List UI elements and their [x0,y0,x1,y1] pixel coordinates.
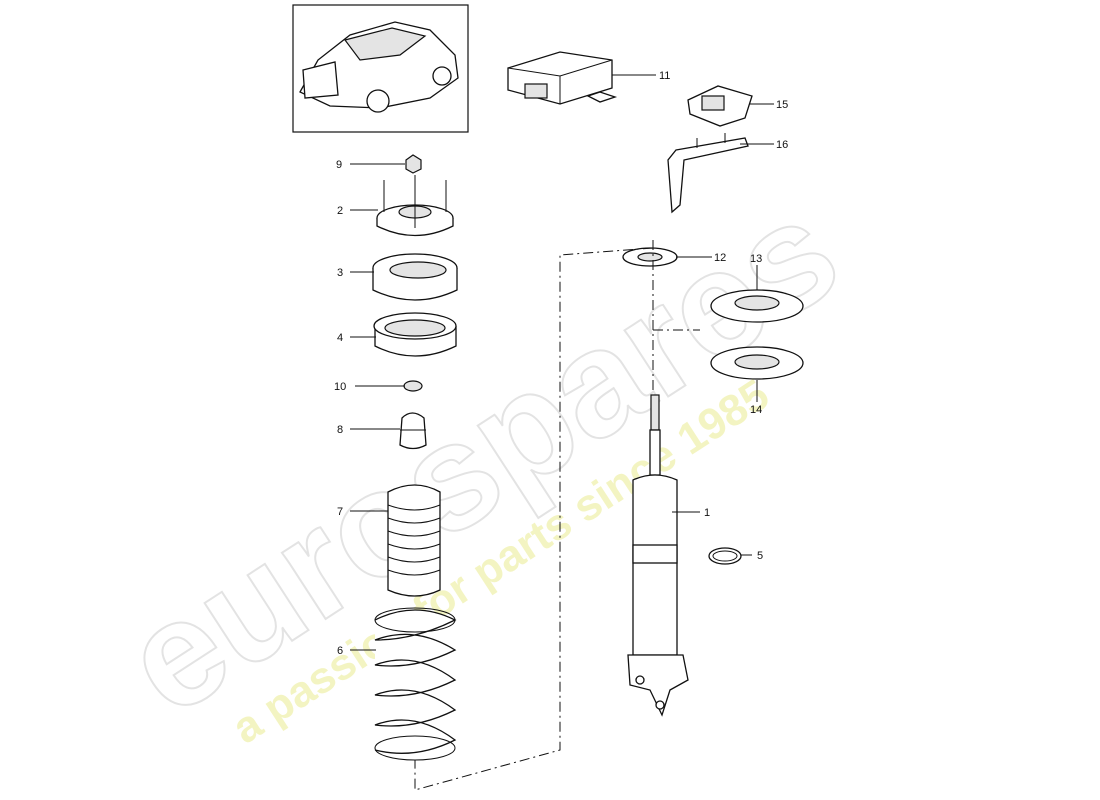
leader-lines [350,74,774,651]
part-16-bracket [667,133,749,214]
callout-13: 13 [750,253,762,265]
callout-3: 3 [337,267,343,279]
part-1-shock-absorber [627,394,689,717]
part-4-spacer [373,312,457,357]
part-7-dust-boot [387,484,441,597]
callouts: 9 2 3 4 10 8 7 6 11 15 16 12 13 14 1 5 [334,70,788,657]
callout-7: 7 [337,506,343,518]
callout-11: 11 [659,70,670,82]
assembly-line [414,240,700,791]
part-11-control-unit [507,51,618,105]
callout-15: 15 [776,99,788,111]
part-8-bump-stop [399,412,427,450]
part-10-washer [403,380,423,392]
part-9-nut [405,154,422,174]
part-6-coil-spring [374,607,457,761]
callout-5: 5 [757,550,763,562]
callout-14: 14 [750,404,762,416]
part-15-sensor [687,85,753,127]
callout-2: 2 [337,205,343,217]
callout-6: 6 [337,645,343,657]
callout-16: 16 [776,139,788,151]
part-5-ring [708,547,742,565]
callout-8: 8 [337,424,343,436]
part-2-top-mount [376,175,454,237]
part-13-plate [710,289,804,323]
callout-1: 1 [704,507,710,519]
callout-10: 10 [334,381,346,393]
callout-9: 9 [336,159,342,171]
callout-12: 12 [714,252,726,264]
part-12-washer [622,247,678,267]
callout-4: 4 [337,332,343,344]
vehicle-thumbnail [292,4,469,133]
part-14-plate [710,346,804,380]
part-3-spring-seat [372,253,458,301]
